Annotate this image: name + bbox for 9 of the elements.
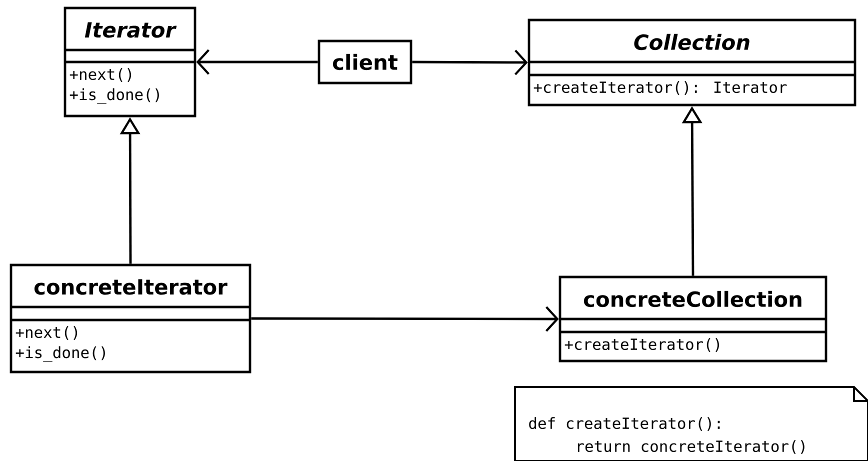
class-box: client bbox=[318, 40, 412, 84]
arrow bbox=[412, 50, 528, 76]
arrow bbox=[196, 49, 318, 75]
arrow bbox=[251, 306, 559, 332]
class-box: concreteCollection +createIterator() bbox=[558, 276, 828, 362]
class-box: concreteIterator +next() +is_done() bbox=[10, 264, 252, 374]
note-box: def createIterator(): return concreteIterator() bbox=[514, 386, 868, 461]
class-box: Collection +createIterator(): Iterator bbox=[528, 18, 856, 106]
class-box: Iterator +next() +is_done() bbox=[64, 6, 196, 118]
